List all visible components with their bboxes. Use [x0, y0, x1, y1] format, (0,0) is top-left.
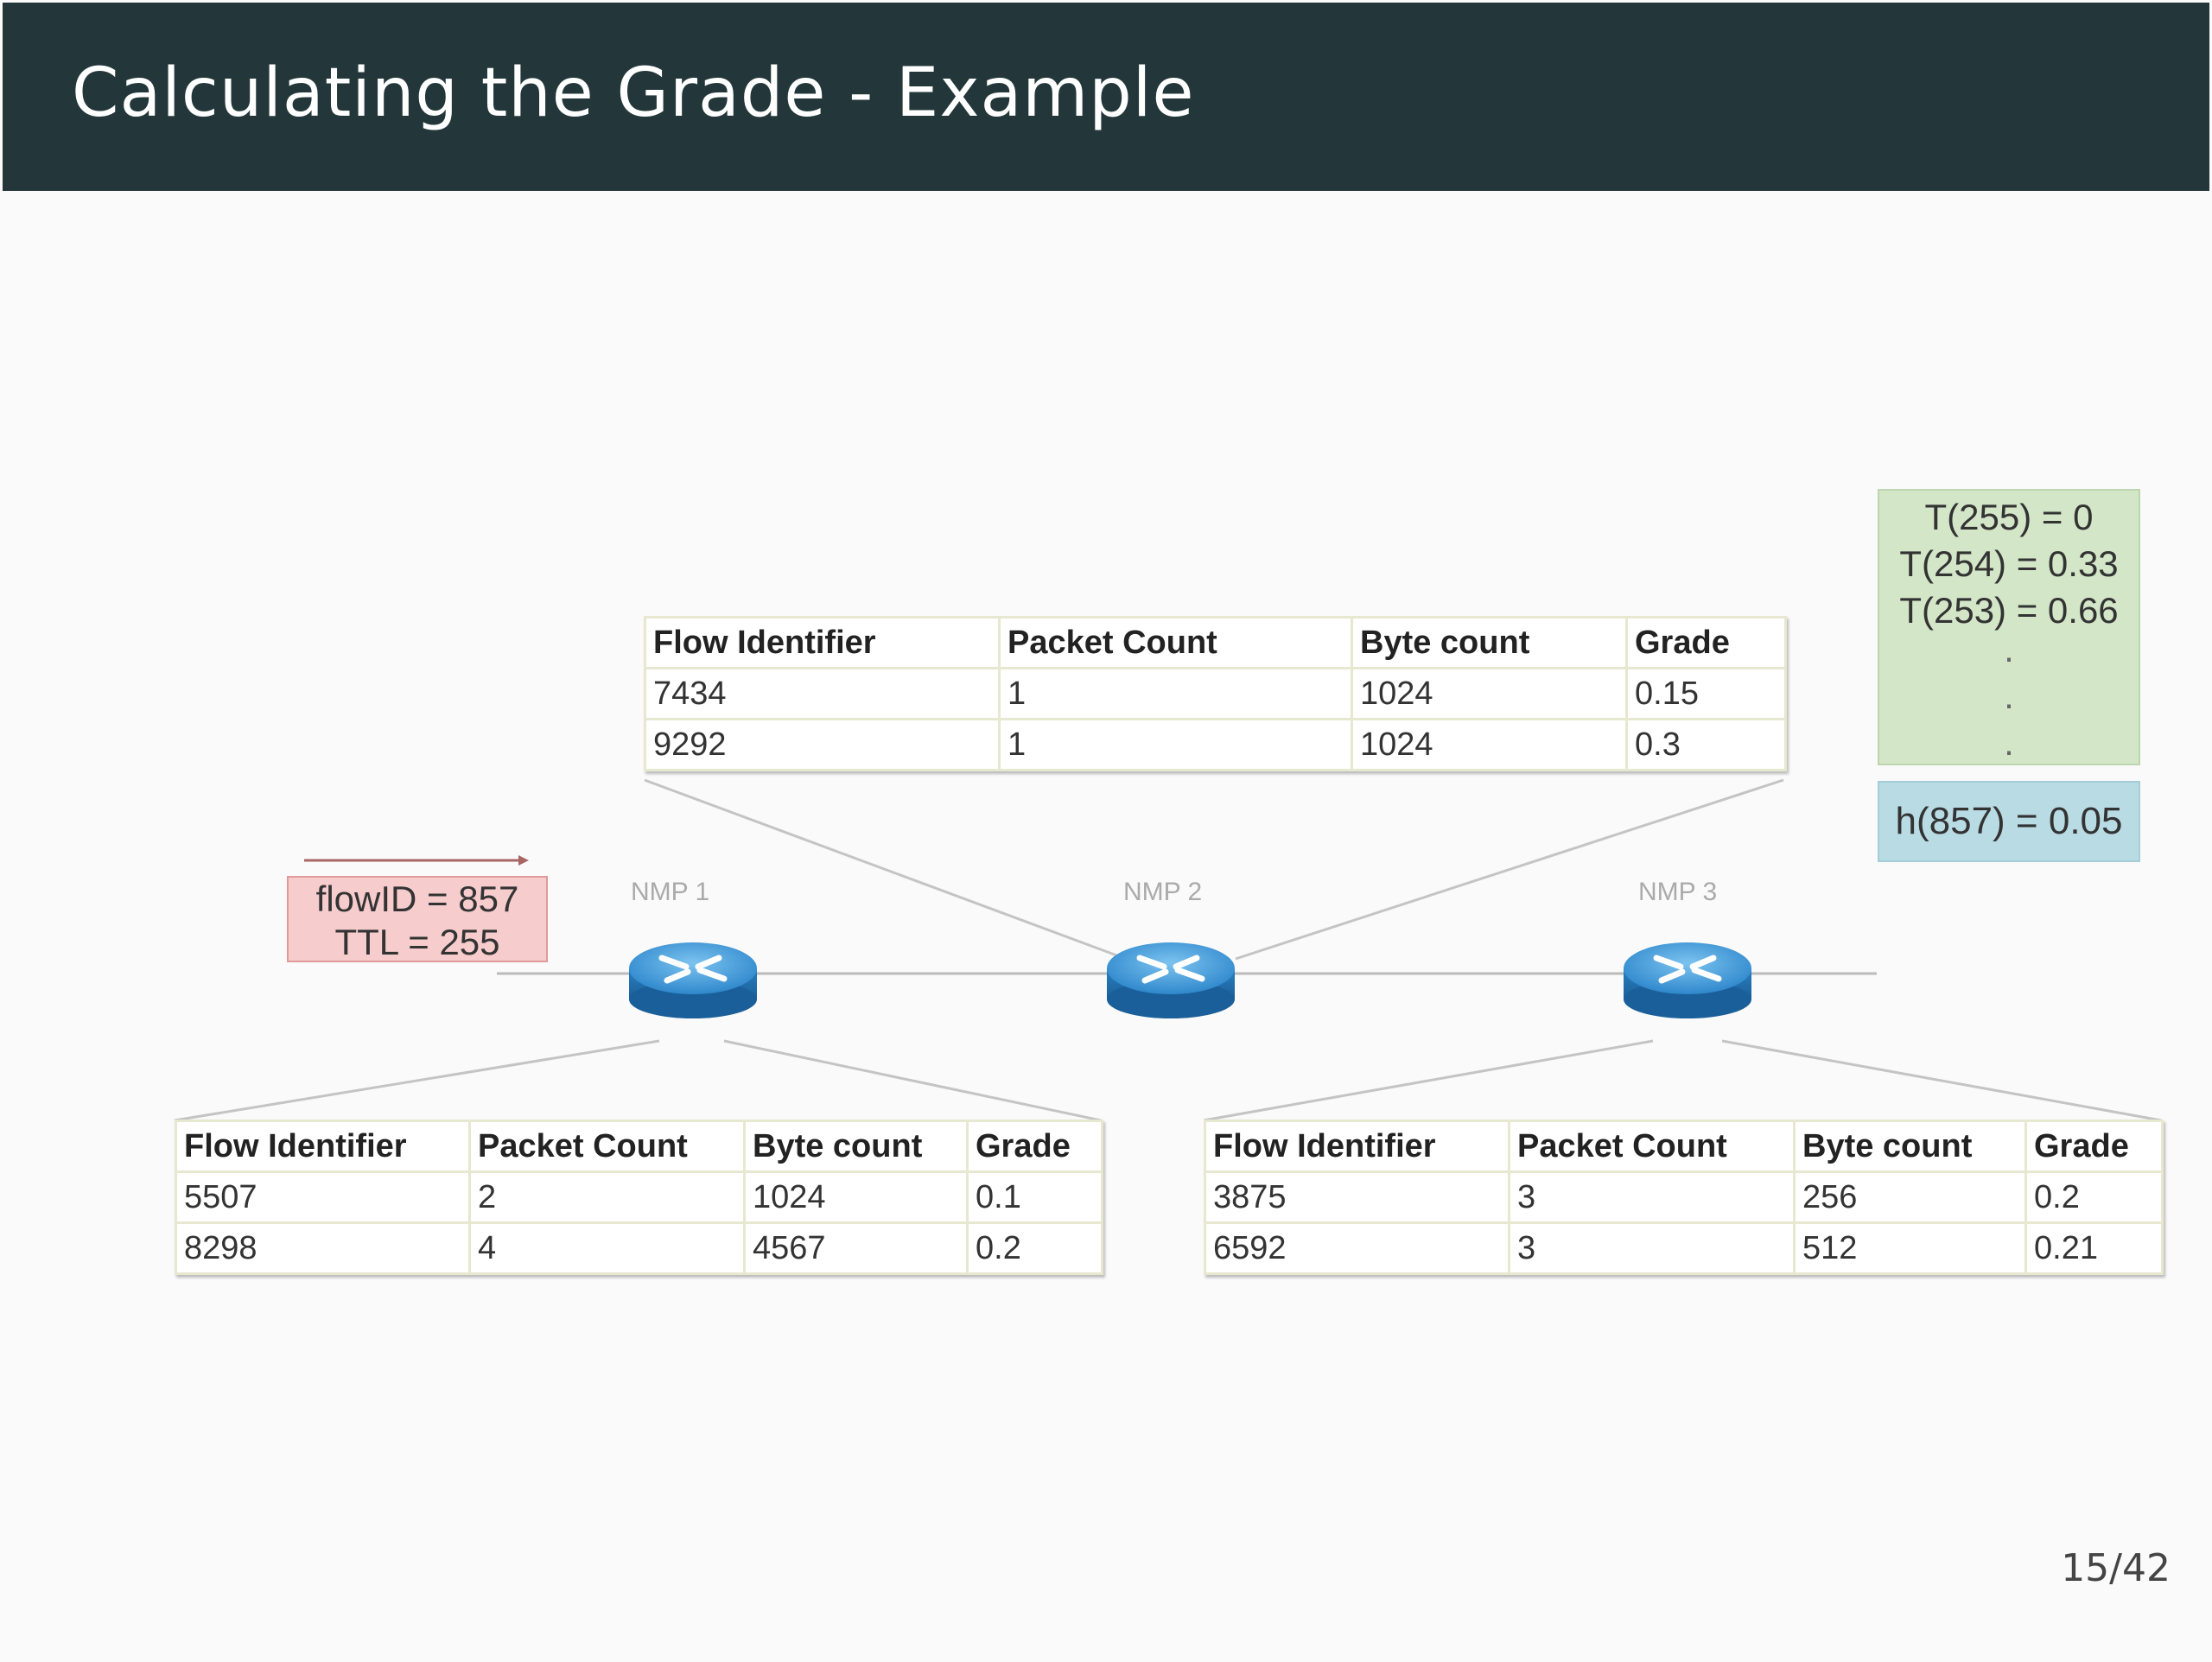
- ttl-entry: T(254) = 0.33: [1899, 543, 2119, 584]
- column-header: Grade: [2024, 1120, 2164, 1173]
- table-cell: 1024: [743, 1170, 969, 1224]
- slide-title: Calculating the Grade - Example: [72, 54, 1195, 132]
- table-cell: 7434: [644, 667, 1001, 720]
- table-row: 3875 3 256 0.2: [1204, 1170, 2164, 1224]
- packet-info-box: flowID = 857 TTL = 255: [287, 876, 548, 962]
- slide-header: Calculating the Grade - Example: [3, 3, 2209, 191]
- table-cell: 3: [1508, 1170, 1796, 1224]
- column-header: Byte count: [1351, 616, 1628, 669]
- callout-line: [174, 1039, 660, 1122]
- table-cell: 0.2: [966, 1221, 1103, 1275]
- table-cell: 8298: [175, 1221, 471, 1275]
- router-icon: [629, 942, 757, 1018]
- flow-table-nmp3: Flow Identifier Packet Count Byte count …: [1204, 1120, 2164, 1275]
- column-header: Byte count: [1793, 1120, 2027, 1173]
- ttl-entry: T(255) = 0: [1924, 497, 2094, 537]
- table-cell: 1: [998, 667, 1353, 720]
- callout-line: [723, 1039, 1102, 1122]
- table-cell: 6592: [1204, 1221, 1510, 1275]
- table-header-row: Flow Identifier Packet Count Byte count …: [644, 616, 1787, 669]
- table-cell: 4567: [743, 1221, 969, 1275]
- table-cell: 4: [468, 1221, 746, 1275]
- column-header: Grade: [1625, 616, 1787, 669]
- callout-line: [1235, 778, 1784, 961]
- column-header: Byte count: [743, 1120, 969, 1173]
- table-cell: 1: [998, 718, 1353, 771]
- table-cell: 3: [1508, 1221, 1796, 1275]
- table-cell: 256: [1793, 1170, 2027, 1224]
- table-cell: 0.21: [2024, 1221, 2164, 1275]
- column-header: Flow Identifier: [175, 1120, 471, 1173]
- callout-line: [1721, 1039, 2162, 1122]
- flow-table-nmp1: Flow Identifier Packet Count Byte count …: [175, 1120, 1103, 1275]
- table-row: 8298 4 4567 0.2: [175, 1221, 1103, 1275]
- table-cell: 0.3: [1625, 718, 1787, 771]
- packet-flow-id: flowID = 857: [315, 879, 519, 919]
- hash-value-box: h(857) = 0.05: [1878, 781, 2140, 862]
- table-cell: 1024: [1351, 667, 1628, 720]
- flow-table-nmp2: Flow Identifier Packet Count Byte count …: [644, 616, 1787, 771]
- table-cell: 3875: [1204, 1170, 1510, 1224]
- column-header: Flow Identifier: [644, 616, 1001, 669]
- table-cell: 0.2: [2024, 1170, 2164, 1224]
- column-header: Grade: [966, 1120, 1103, 1173]
- table-cell: 2: [468, 1170, 746, 1224]
- page-number: 15/42: [2061, 1546, 2171, 1590]
- callout-line: [1203, 1039, 1654, 1122]
- ellipsis-dot: ·: [2003, 730, 2015, 771]
- callout-line: [644, 778, 1150, 969]
- ellipsis-dot: ·: [2003, 637, 2015, 677]
- table-cell: 0.1: [966, 1170, 1103, 1224]
- column-header: Packet Count: [1508, 1120, 1796, 1173]
- table-row: 6592 3 512 0.21: [1204, 1221, 2164, 1275]
- router-icon: [1624, 942, 1751, 1018]
- column-header: Flow Identifier: [1204, 1120, 1510, 1173]
- packet-ttl: TTL = 255: [334, 922, 500, 962]
- ttl-entry: T(253) = 0.66: [1899, 590, 2119, 631]
- table-row: 9292 1 1024 0.3: [644, 718, 1787, 771]
- table-cell: 512: [1793, 1221, 2027, 1275]
- table-row: 7434 1 1024 0.15: [644, 667, 1787, 720]
- table-cell: 1024: [1351, 718, 1628, 771]
- arrow-right-icon: [304, 855, 529, 866]
- column-header: Packet Count: [468, 1120, 746, 1173]
- table-row: 5507 2 1024 0.1: [175, 1170, 1103, 1224]
- column-header: Packet Count: [998, 616, 1353, 669]
- table-cell: 0.15: [1625, 667, 1787, 720]
- node-label-nmp3: NMP 3: [1638, 878, 1718, 906]
- table-cell: 5507: [175, 1170, 471, 1224]
- table-header-row: Flow Identifier Packet Count Byte count …: [175, 1120, 1103, 1173]
- table-header-row: Flow Identifier Packet Count Byte count …: [1204, 1120, 2164, 1173]
- node-label-nmp1: NMP 1: [631, 878, 710, 906]
- table-cell: 9292: [644, 718, 1001, 771]
- router-icon: [1107, 942, 1235, 1018]
- node-label-nmp2: NMP 2: [1123, 878, 1203, 906]
- ttl-function-box: T(255) = 0 T(254) = 0.33 T(253) = 0.66 ·…: [1878, 489, 2140, 771]
- ellipsis-dot: ·: [2003, 683, 2015, 724]
